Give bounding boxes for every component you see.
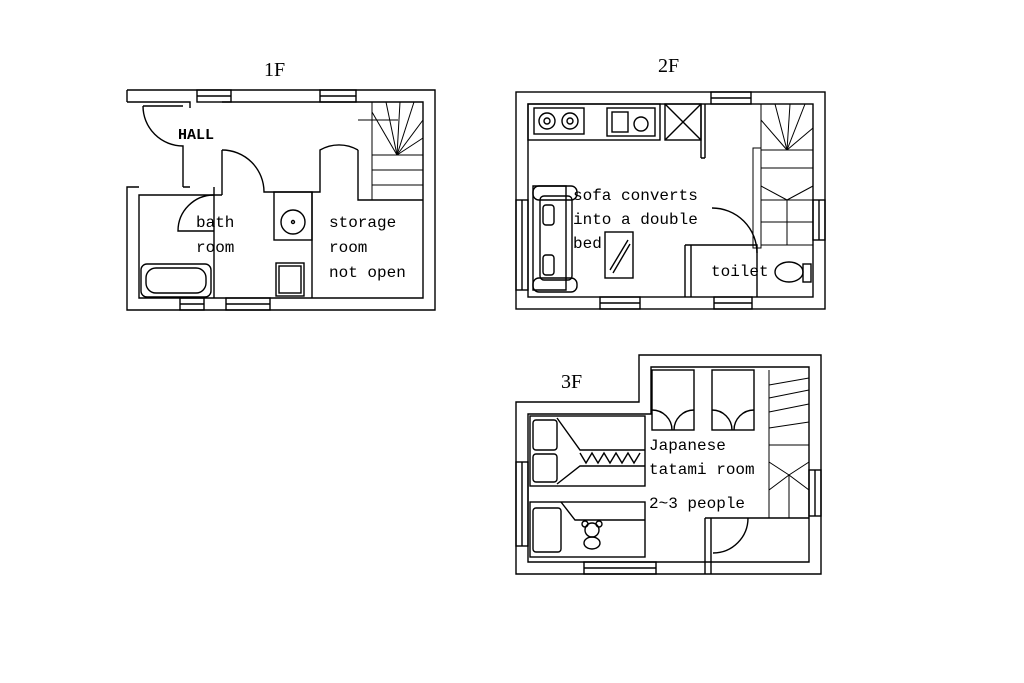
toilet-bowl xyxy=(774,261,804,283)
floor-1f-bath-wall xyxy=(213,150,223,298)
floor-3f: 3F xyxy=(515,354,822,575)
closets xyxy=(651,369,755,431)
coffee-table xyxy=(604,231,634,279)
floor-1f-corridor-door xyxy=(221,144,359,193)
sofa-label-line1: sofa converts xyxy=(573,187,698,205)
storage-label-line2: room xyxy=(329,239,367,257)
floor-3f-inner-wall xyxy=(527,366,810,563)
floor-1f-bath-door xyxy=(177,194,215,232)
washing-machine xyxy=(275,262,305,297)
washbasin-counter xyxy=(273,191,313,241)
kitchen-sink xyxy=(606,107,656,137)
tatami-label-line1: Japanese xyxy=(649,437,726,455)
floor-1f-inner-wall-line xyxy=(126,90,424,299)
storage-label-line1: storage xyxy=(329,214,396,232)
kitchen-counter xyxy=(527,103,661,141)
floor-1f-stairs xyxy=(358,101,424,200)
bath-label-line1: bath xyxy=(196,214,234,232)
floor-2f: 2F xyxy=(515,55,826,310)
storage-label-line3: not open xyxy=(329,264,406,282)
floor-3f-door xyxy=(712,517,749,554)
toilet-label: toilet xyxy=(711,263,769,281)
sofa-label-line2: into a double xyxy=(573,211,698,229)
tatami-label-line3: 2~3 people xyxy=(649,495,745,513)
floor-2f-partition xyxy=(700,104,706,159)
floor-3f-title: 3F xyxy=(561,371,582,393)
floor-1f: 1F xyxy=(126,59,436,311)
tatami-label-line2: tatami room xyxy=(649,461,755,479)
floor-3f-stairs xyxy=(768,370,810,518)
floor-1f-storage-wall xyxy=(357,150,423,201)
floor-2f-title: 2F xyxy=(658,55,679,77)
floor-1f-entry-door xyxy=(142,105,190,188)
bathtub xyxy=(140,263,212,298)
futon-upper xyxy=(529,415,646,487)
toilet-door xyxy=(711,207,758,254)
washbasin xyxy=(280,209,306,235)
sofa-label-line3: bed xyxy=(573,235,602,253)
floor-1f-title: 1F xyxy=(264,59,285,81)
bath-label-line2: room xyxy=(196,239,234,257)
floor-2f-stairs xyxy=(752,103,814,249)
stove xyxy=(533,107,585,135)
floor-1f-outer-wall xyxy=(126,89,436,311)
futon-lower xyxy=(529,501,646,558)
sofa xyxy=(532,185,578,293)
floor-3f-outer-wall xyxy=(515,354,822,575)
hall-label: HALL xyxy=(178,127,214,144)
floor-3f-stair-wall xyxy=(704,517,809,574)
